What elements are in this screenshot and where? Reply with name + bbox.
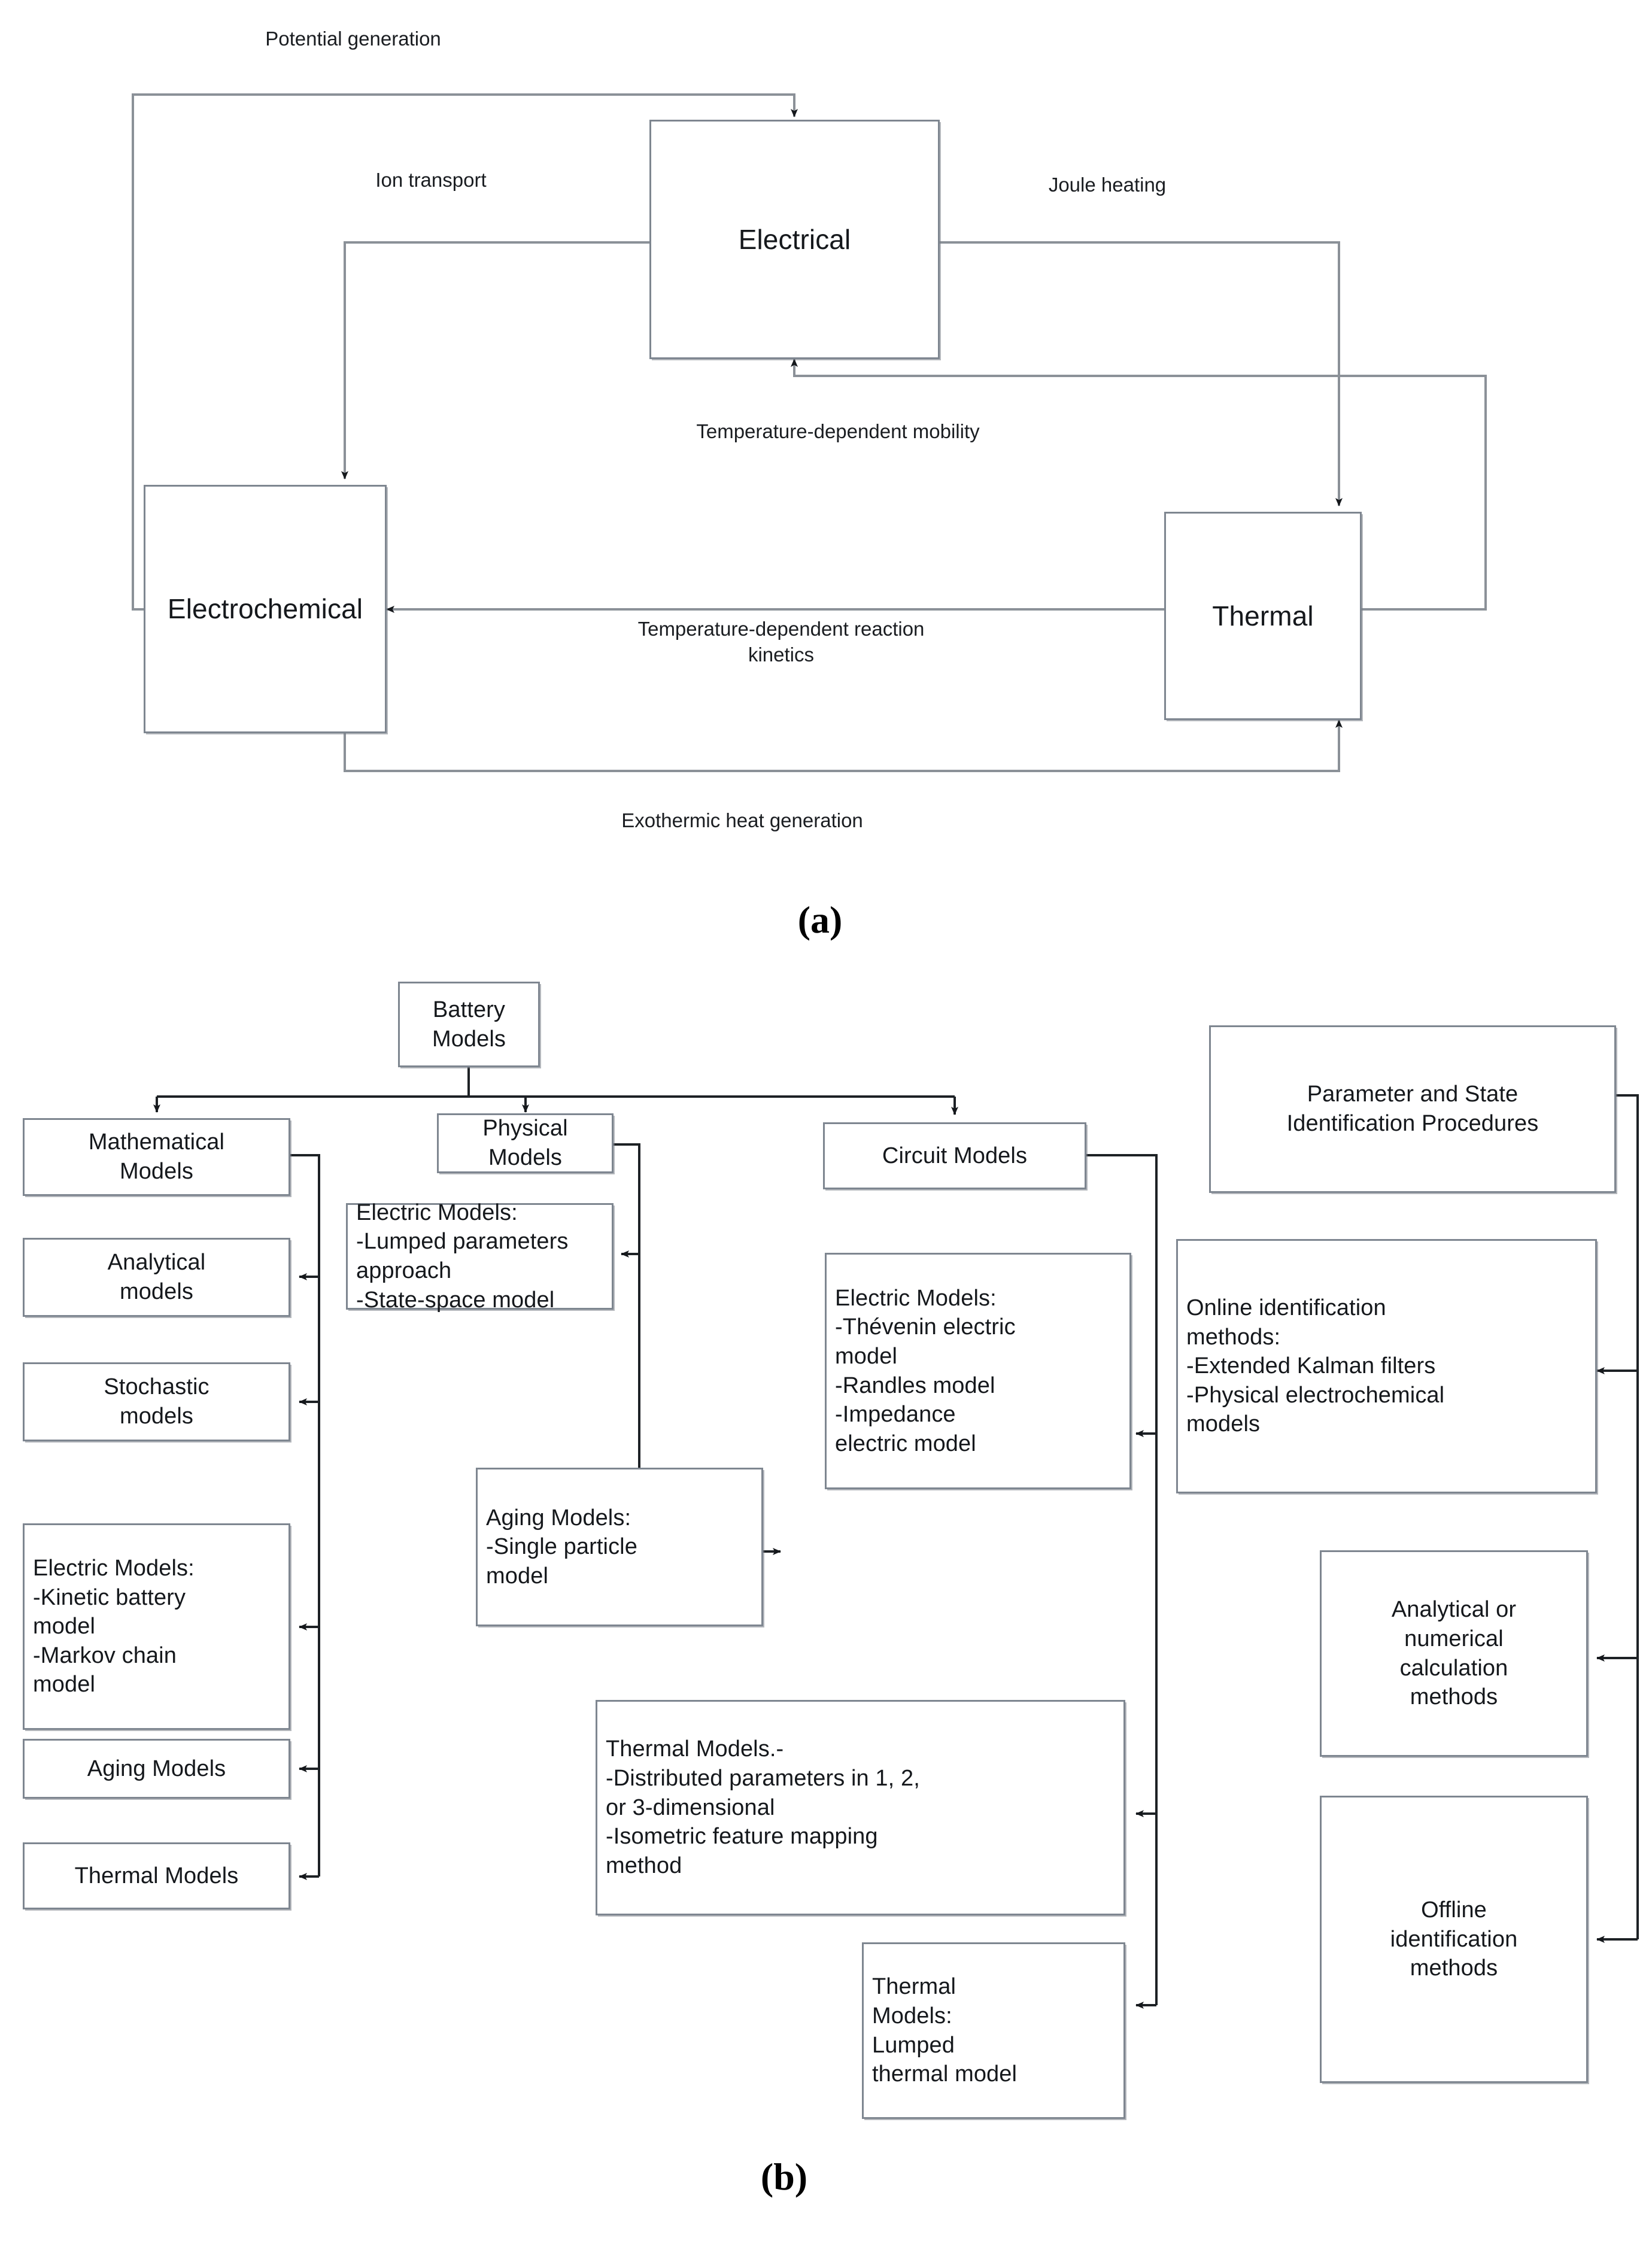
node-mathematical-models-label: Mathematical Models [88,1129,225,1184]
node-offline-identification-methods[interactable]: Offline identification methods [1320,1796,1588,2083]
edge-exothermic-heat-generation [344,719,1343,772]
node-battery-models[interactable]: Battery Models [398,982,540,1067]
node-offline-identification-methods-label: Offline identification methods [1390,1897,1518,1981]
label-ion-transport: Ion transport [375,169,487,191]
node-physical-aging-models-label: Aging Models: -Single particle model [486,1505,637,1589]
edge-ion-transport [341,241,649,479]
node-circuit-models[interactable]: Circuit Models [823,1122,1086,1189]
edge-temperature-dependent-mobility [791,359,1487,611]
node-online-identification-methods-label: Online identification methods: -Extended… [1186,1295,1445,1437]
node-analytical-models-label: Analytical models [107,1250,206,1304]
node-electrochemical[interactable]: Electrochemical [144,485,387,733]
node-circuit-electric-models-label: Electric Models: -Thévenin electric mode… [835,1285,1016,1456]
edge-potential-generation [132,93,798,611]
node-physical-models-label: Physical Models [482,1116,568,1170]
node-physical-models[interactable]: Physical Models [437,1113,614,1173]
node-physical-aging-models[interactable]: Aging Models: -Single particle model [476,1468,763,1626]
node-online-identification-methods[interactable]: Online identification methods: -Extended… [1176,1239,1597,1493]
node-circuit-electric-models[interactable]: Electric Models: -Thévenin electric mode… [825,1253,1131,1489]
node-math-electric-models-label: Electric Models: -Kinetic battery model … [33,1555,195,1698]
panel-b-caption: (b) [760,2155,808,2198]
node-circuit-thermal-lumped[interactable]: Thermal Models: Lumped thermal model [862,1942,1125,2119]
panel-a-caption: (a) [797,898,843,941]
node-stochastic-models-label: Stochastic models [104,1374,209,1429]
node-math-electric-models[interactable]: Electric Models: -Kinetic battery model … [23,1523,290,1730]
node-math-aging-models-label: Aging Models [87,1756,226,1781]
label-temperature-dependent-mobility: Temperature-dependent mobility [696,420,980,442]
label-exothermic-heat-generation: Exothermic heat generation [621,809,863,831]
node-mathematical-models[interactable]: Mathematical Models [23,1118,290,1196]
node-math-thermal-models[interactable]: Thermal Models [23,1842,290,1909]
node-electrochemical-label: Electrochemical [167,593,363,625]
node-electrical[interactable]: Electrical [649,120,940,359]
label-temperature-dependent-reaction-kinetics: Temperature-dependent reaction kinetics [637,618,925,666]
label-potential-generation: Potential generation [265,28,441,50]
node-circuit-thermal-lumped-label: Thermal Models: Lumped thermal model [872,1974,1018,2087]
node-analytical-numerical-methods[interactable]: Analytical or numerical calculation meth… [1320,1550,1588,1757]
node-math-aging-models[interactable]: Aging Models [23,1739,290,1799]
node-circuit-thermal-distributed[interactable]: Thermal Models.- -Distributed parameters… [596,1700,1125,1915]
edge-battery-models-split [153,1067,958,1115]
edge-identification-bus [1596,1094,1639,1943]
node-physical-electric-models-label: Electric Models: -Lumped parameters appr… [356,1200,569,1313]
edge-mathematical-bus [290,1154,320,1880]
node-physical-electric-models[interactable]: Electric Models: -Lumped parameters appr… [346,1200,614,1313]
node-thermal[interactable]: Thermal [1164,512,1362,720]
node-analytical-numerical-methods-label: Analytical or numerical calculation meth… [1391,1597,1517,1710]
node-circuit-models-label: Circuit Models [882,1143,1028,1168]
edge-joule-heating [940,241,1343,506]
label-joule-heating: Joule heating [1048,174,1167,196]
node-analytical-models[interactable]: Analytical models [23,1238,290,1317]
node-parameter-state-identification[interactable]: Parameter and State Identification Proce… [1209,1025,1616,1193]
node-stochastic-models[interactable]: Stochastic models [23,1362,290,1441]
node-battery-models-label: Battery Models [432,997,506,1052]
node-parameter-state-identification-label: Parameter and State Identification Proce… [1286,1082,1539,1136]
node-thermal-label: Thermal [1212,600,1314,631]
edge-circuit-bus [1086,1154,1158,2009]
node-math-thermal-models-label: Thermal Models [74,1863,239,1888]
node-electrical-label: Electrical [738,223,851,255]
node-circuit-thermal-distributed-label: Thermal Models.- -Distributed parameters… [606,1736,920,1878]
